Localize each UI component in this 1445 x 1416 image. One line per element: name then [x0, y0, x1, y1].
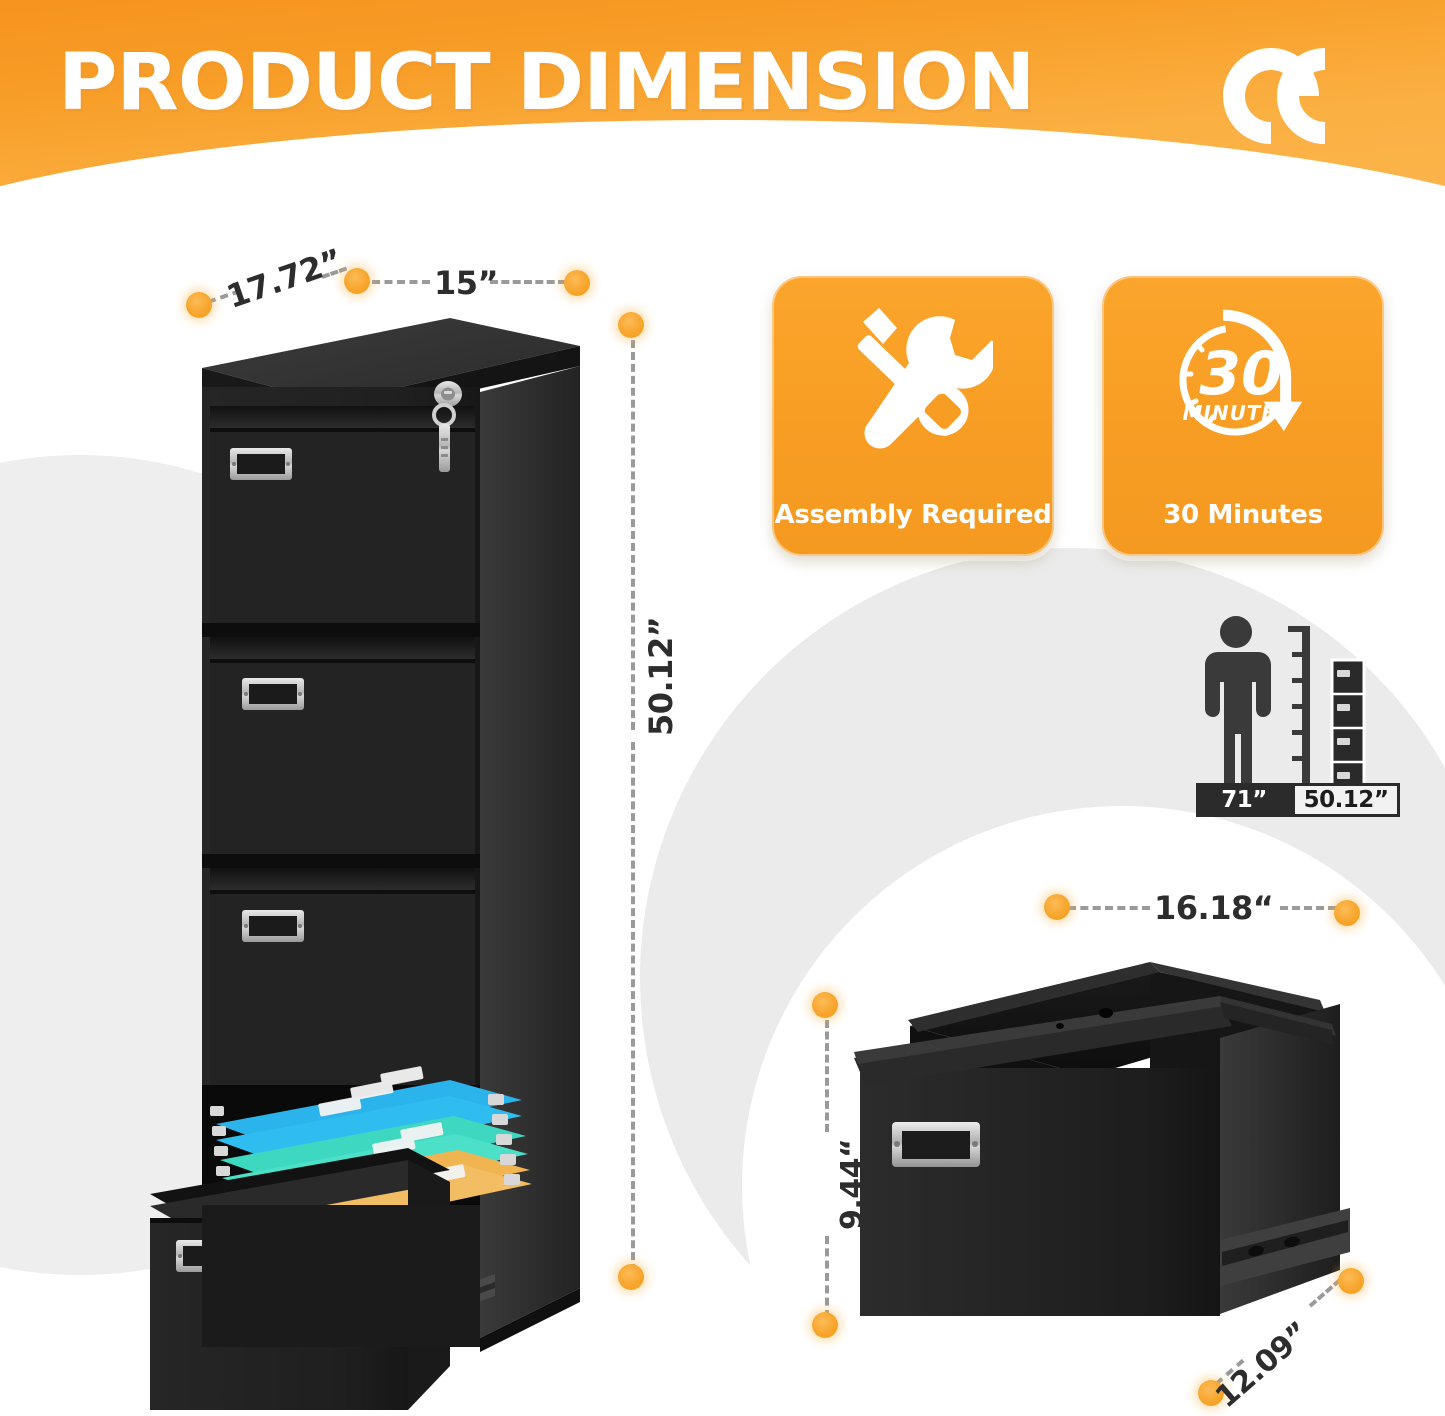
drawer-slide-rail	[1220, 1208, 1350, 1286]
dimension-label-width: 15”	[434, 264, 499, 302]
drawer-front-2	[210, 637, 475, 854]
drawer-dimension-dash-width-right	[1280, 906, 1336, 910]
drawer-front-face	[860, 1068, 1220, 1316]
scale-comparison-graphic	[1205, 616, 1366, 798]
file-cabinet-illustration	[150, 318, 580, 1410]
clock-number: 30	[1199, 339, 1283, 409]
dimension-dot-height-bottom	[618, 1264, 644, 1290]
drawer-dimension-dash-height-upper	[825, 1020, 829, 1132]
scale-product-height: 50.12”	[1292, 783, 1400, 817]
label-holder-icon	[242, 678, 304, 710]
interlocking-rings-logo	[1223, 48, 1325, 144]
label-holder-icon	[242, 910, 304, 942]
dimension-dot-width-end	[564, 270, 590, 296]
drawer-dimension-dot-height-bottom	[812, 1312, 838, 1338]
cabinet-top	[202, 318, 580, 403]
dimension-dot-height-top	[618, 312, 644, 338]
dimension-dash-width-right	[490, 280, 566, 284]
lock-with-key-icon	[432, 381, 462, 472]
page-title: PRODUCT DIMENSION	[58, 38, 1036, 128]
dimension-dot-depth-end	[344, 268, 370, 294]
badge-assembly-label: Assembly Required	[774, 500, 1052, 530]
person-silhouette-icon	[1205, 616, 1271, 796]
badge-assembly-required[interactable]: Assembly Required	[772, 276, 1054, 556]
drawer-front-3	[210, 868, 475, 1085]
scale-comparison-bar: 71” 50.12”	[1196, 783, 1400, 817]
file-cabinet-icon	[1330, 658, 1366, 798]
drawer-dimension-dot-depth-start	[1198, 1380, 1224, 1406]
header-banner: PRODUCT DIMENSION	[0, 0, 1445, 196]
dimension-dash-height-lower	[631, 742, 635, 1272]
drawer-dimension-dot-height-top	[812, 992, 838, 1018]
ruler-icon	[1288, 626, 1310, 796]
badge-time-label: 30 Minutes	[1163, 500, 1323, 530]
dimension-label-height: 50.12”	[642, 616, 680, 736]
drawer-dimension-dot-depth-end	[1338, 1268, 1364, 1294]
dimension-dash-height-upper	[631, 340, 635, 730]
drawer-dimension-dot-width-end	[1334, 900, 1360, 926]
clock-30-minutes-icon: 30 MINUTES	[1179, 309, 1303, 436]
wrench-screwdriver-icon	[857, 308, 993, 449]
drawer-dimension-dot-width-start	[1044, 894, 1070, 920]
cabinet-side	[480, 366, 580, 1338]
label-holder-icon	[230, 448, 292, 480]
label-holder-icon	[892, 1122, 980, 1167]
dimension-dash-width-left	[372, 280, 430, 284]
drawer-detail-illustration	[854, 962, 1350, 1316]
drawer-dimension-dash-width-left	[1068, 906, 1150, 910]
drawer-dimension-dash-height-lower	[825, 1236, 829, 1318]
dimension-dot-depth-start	[186, 292, 212, 318]
drawer-dimension-label-height: 9.44“	[835, 1138, 870, 1230]
drawer-front-1	[210, 406, 475, 623]
scale-person-height: 71”	[1196, 783, 1292, 817]
clock-unit: MINUTES	[1182, 401, 1291, 425]
badge-30-minutes[interactable]: 30 MINUTES 30 Minutes	[1102, 276, 1384, 556]
drawer-dimension-label-width: 16.18“	[1154, 889, 1274, 927]
